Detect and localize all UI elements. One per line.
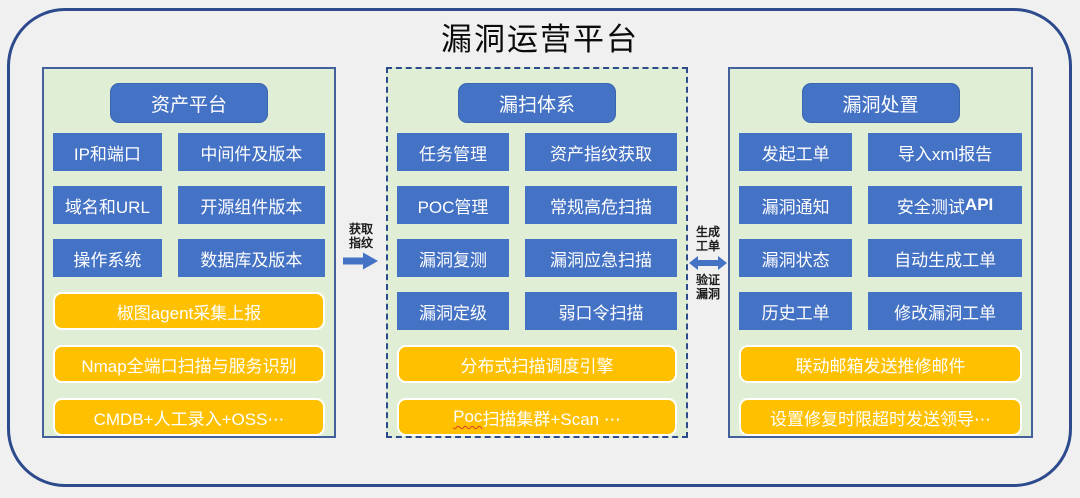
asset-cell-opensource: 开源组件版本 xyxy=(177,186,325,224)
vuln-disposal-header-label: 漏洞处置 xyxy=(842,94,919,116)
poc-cluster-text: 扫描集群+Scan ⋯ xyxy=(482,409,621,429)
right-arrow-icon xyxy=(343,252,378,270)
dispose-cell-import-xml: 导入xml报告 xyxy=(868,133,1022,171)
dispose-bar-deadline-alert: 设置修复时限超时发送领导⋯ xyxy=(739,398,1022,436)
scan-grid-row: 漏洞复测 漏洞应急扫描 xyxy=(397,239,677,277)
vuln-disposal-header: 漏洞处置 xyxy=(801,83,960,123)
security-api-text: 安全测试 xyxy=(896,197,965,217)
dispose-grid-row: 发起工单 导入xml报告 xyxy=(739,133,1022,171)
asset-bar-cmdb-entry: CMDB+人工录入+OSS⋯ xyxy=(53,398,325,436)
dispose-cell-modify-ticket: 修改漏洞工单 xyxy=(868,292,1022,330)
asset-cell-ip-port: IP和端口 xyxy=(53,133,162,171)
verify-vuln-label-line2: 漏洞 xyxy=(695,287,720,301)
scan-cell-retest: 漏洞复测 xyxy=(397,239,509,277)
asset-cell-os: 操作系统 xyxy=(53,239,162,277)
get-fingerprint-label-line2: 指纹 xyxy=(348,236,373,250)
scan-system-header: 漏扫体系 xyxy=(458,83,616,123)
scan-cell-highrisk-scan: 常规高危扫描 xyxy=(525,186,677,224)
asset-grid-row: IP和端口 中间件及版本 xyxy=(53,133,325,171)
asset-bar-agent-report: 椒图agent采集上报 xyxy=(53,292,325,330)
dispose-cell-history-ticket: 历史工单 xyxy=(739,292,853,330)
asset-cell-domain-url: 域名和URL xyxy=(53,186,162,224)
scan-grid-row: 漏洞定级 弱口令扫描 xyxy=(397,292,677,330)
dispose-grid-row: 漏洞状态 自动生成工单 xyxy=(739,239,1022,277)
dispose-cell-auto-ticket: 自动生成工单 xyxy=(868,239,1022,277)
connector-get-fingerprint: 获取 指纹 xyxy=(338,222,384,272)
scan-cell-fingerprint: 资产指纹获取 xyxy=(525,133,677,171)
asset-platform-header: 资产平台 xyxy=(110,83,268,123)
dispose-cell-vuln-status: 漏洞状态 xyxy=(739,239,853,277)
poc-misspell-text: Poc xyxy=(453,407,483,426)
scan-bar-dispatch-engine: 分布式扫描调度引擎 xyxy=(397,345,677,383)
double-arrow-icon xyxy=(689,256,727,270)
dispose-grid-row: 历史工单 修改漏洞工单 xyxy=(739,292,1022,330)
asset-cell-middleware: 中间件及版本 xyxy=(177,133,325,171)
scan-cell-grading: 漏洞定级 xyxy=(397,292,509,330)
dispose-cell-create-ticket: 发起工单 xyxy=(739,133,853,171)
connector-workorder-verify: 生成 工单 验证 漏洞 xyxy=(686,225,730,301)
scan-cell-emergency-scan: 漏洞应急扫描 xyxy=(525,239,677,277)
panel-scan-system: 漏扫体系 任务管理 资产指纹获取 POC管理 常规高危扫描 漏洞复测 漏洞应急扫… xyxy=(386,67,688,438)
asset-platform-header-label: 资产平台 xyxy=(150,94,227,116)
scan-cell-poc-mgmt: POC管理 xyxy=(397,186,509,224)
generate-ticket-label-line2: 工单 xyxy=(695,239,720,253)
get-fingerprint-label-line1: 获取 xyxy=(348,222,373,236)
verify-vuln-label-line1: 验证 xyxy=(695,273,720,287)
page-title: 漏洞运营平台 xyxy=(441,22,639,57)
dispose-cell-vuln-notify: 漏洞通知 xyxy=(739,186,853,224)
panel-asset-platform: 资产平台 IP和端口 中间件及版本 域名和URL 开源组件版本 操作系统 数据库… xyxy=(42,67,336,438)
security-api-bold-text: API xyxy=(964,195,994,214)
scan-grid-row: POC管理 常规高危扫描 xyxy=(397,186,677,224)
asset-grid-row: 操作系统 数据库及版本 xyxy=(53,239,325,277)
generate-ticket-label-line1: 生成 xyxy=(695,225,720,239)
asset-bar-nmap-scan: Nmap全端口扫描与服务识别 xyxy=(53,345,325,383)
scan-cell-weak-password: 弱口令扫描 xyxy=(525,292,677,330)
scan-system-header-label: 漏扫体系 xyxy=(498,94,575,116)
scan-grid-row: 任务管理 资产指纹获取 xyxy=(397,133,677,171)
asset-cell-database: 数据库及版本 xyxy=(177,239,325,277)
scan-cell-task-mgmt: 任务管理 xyxy=(397,133,509,171)
dispose-bar-email-push: 联动邮箱发送推修邮件 xyxy=(739,345,1022,383)
asset-grid-row: 域名和URL 开源组件版本 xyxy=(53,186,325,224)
